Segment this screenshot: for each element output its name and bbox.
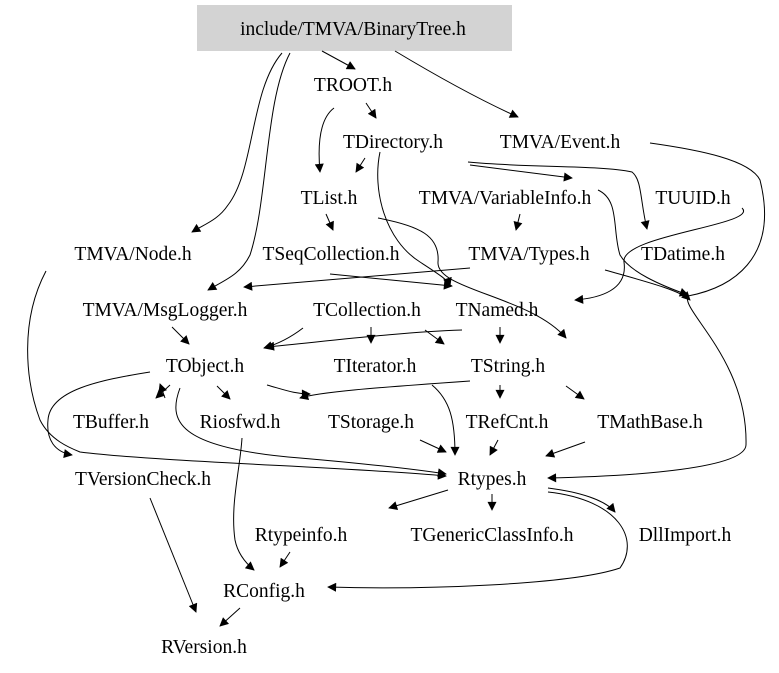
- node-rtypes: Rtypes.h: [458, 469, 527, 490]
- edge: [513, 213, 523, 231]
- edge: [419, 439, 447, 453]
- node-rversion: RVersion.h: [161, 637, 247, 658]
- edge: [279, 551, 291, 568]
- node-tdatime: TDatime.h: [641, 244, 725, 265]
- edge: [377, 217, 567, 339]
- edge: [545, 441, 586, 458]
- node-tmva-types: TMVA/Types.h: [468, 244, 589, 265]
- edge: [314, 107, 335, 173]
- edge: [365, 102, 377, 119]
- node-troot: TROOT.h: [314, 75, 392, 96]
- edge: [299, 380, 471, 400]
- node-tdirectory: TDirectory.h: [343, 132, 443, 153]
- node-riosfwd: Riosfwd.h: [200, 412, 281, 433]
- edge: [243, 267, 471, 291]
- edge: [27, 270, 447, 480]
- edge: [424, 329, 445, 345]
- node-tmva-msglogger: TMVA/MsgLogger.h: [83, 300, 248, 321]
- edge: [149, 497, 198, 613]
- node-rtypeinfo: Rtypeinfo.h: [255, 525, 348, 546]
- edge: [565, 385, 585, 400]
- node-tmathbase: TMathBase.h: [597, 412, 703, 433]
- node-tstorage: TStorage.h: [328, 412, 414, 433]
- edge: [216, 385, 231, 400]
- node-tobject: TObject.h: [166, 356, 244, 377]
- node-trefcnt: TRefCnt.h: [466, 412, 549, 433]
- edge: [233, 437, 255, 571]
- node-tstring: TString.h: [471, 356, 545, 377]
- node-tgenericclassinfo: TGenericClassInfo.h: [411, 525, 574, 546]
- edge: [266, 384, 311, 399]
- node-tseqcollection: TSeqCollection.h: [262, 244, 399, 265]
- edge: [574, 207, 745, 304]
- node-titerator: TIterator.h: [334, 356, 417, 377]
- edge: [327, 491, 628, 592]
- edge: [394, 50, 519, 118]
- root-node-box: [197, 5, 512, 51]
- edge: [469, 164, 573, 182]
- edge: [467, 161, 650, 230]
- edge: [489, 439, 499, 456]
- node-tlist: TList.h: [301, 188, 358, 209]
- node-tmva-variableinfo: TMVA/VariableInfo.h: [419, 188, 592, 209]
- edge: [547, 487, 616, 513]
- edge: [329, 273, 453, 290]
- node-tnamed: TNamed.h: [456, 300, 539, 321]
- edge: [207, 52, 291, 291]
- edge: [171, 326, 190, 345]
- edge: [191, 52, 283, 233]
- edge: [597, 189, 689, 297]
- node-tcollection: TCollection.h: [313, 300, 421, 321]
- node-tbuffer: TBuffer.h: [73, 412, 149, 433]
- edge: [321, 50, 356, 70]
- edge: [604, 269, 691, 301]
- node-tmva-node: TMVA/Node.h: [74, 244, 191, 265]
- node-tmva-event: TMVA/Event.h: [500, 132, 621, 153]
- dependency-edges: [27, 50, 766, 627]
- node-tuuid: TUUID.h: [655, 188, 731, 209]
- node-tversioncheck: TVersionCheck.h: [75, 469, 211, 490]
- edge: [377, 151, 452, 287]
- edge: [431, 384, 460, 456]
- node-root: include/TMVA/BinaryTree.h: [240, 19, 466, 40]
- edge: [47, 371, 151, 459]
- edge: [325, 213, 334, 231]
- edge: [219, 607, 241, 627]
- node-dllimport: DllImport.h: [639, 525, 732, 546]
- edge: [265, 329, 463, 351]
- edge: [158, 383, 167, 399]
- node-rconfig: RConfig.h: [223, 581, 305, 602]
- edge: [355, 157, 366, 173]
- edge: [175, 387, 447, 478]
- edge: [388, 489, 449, 510]
